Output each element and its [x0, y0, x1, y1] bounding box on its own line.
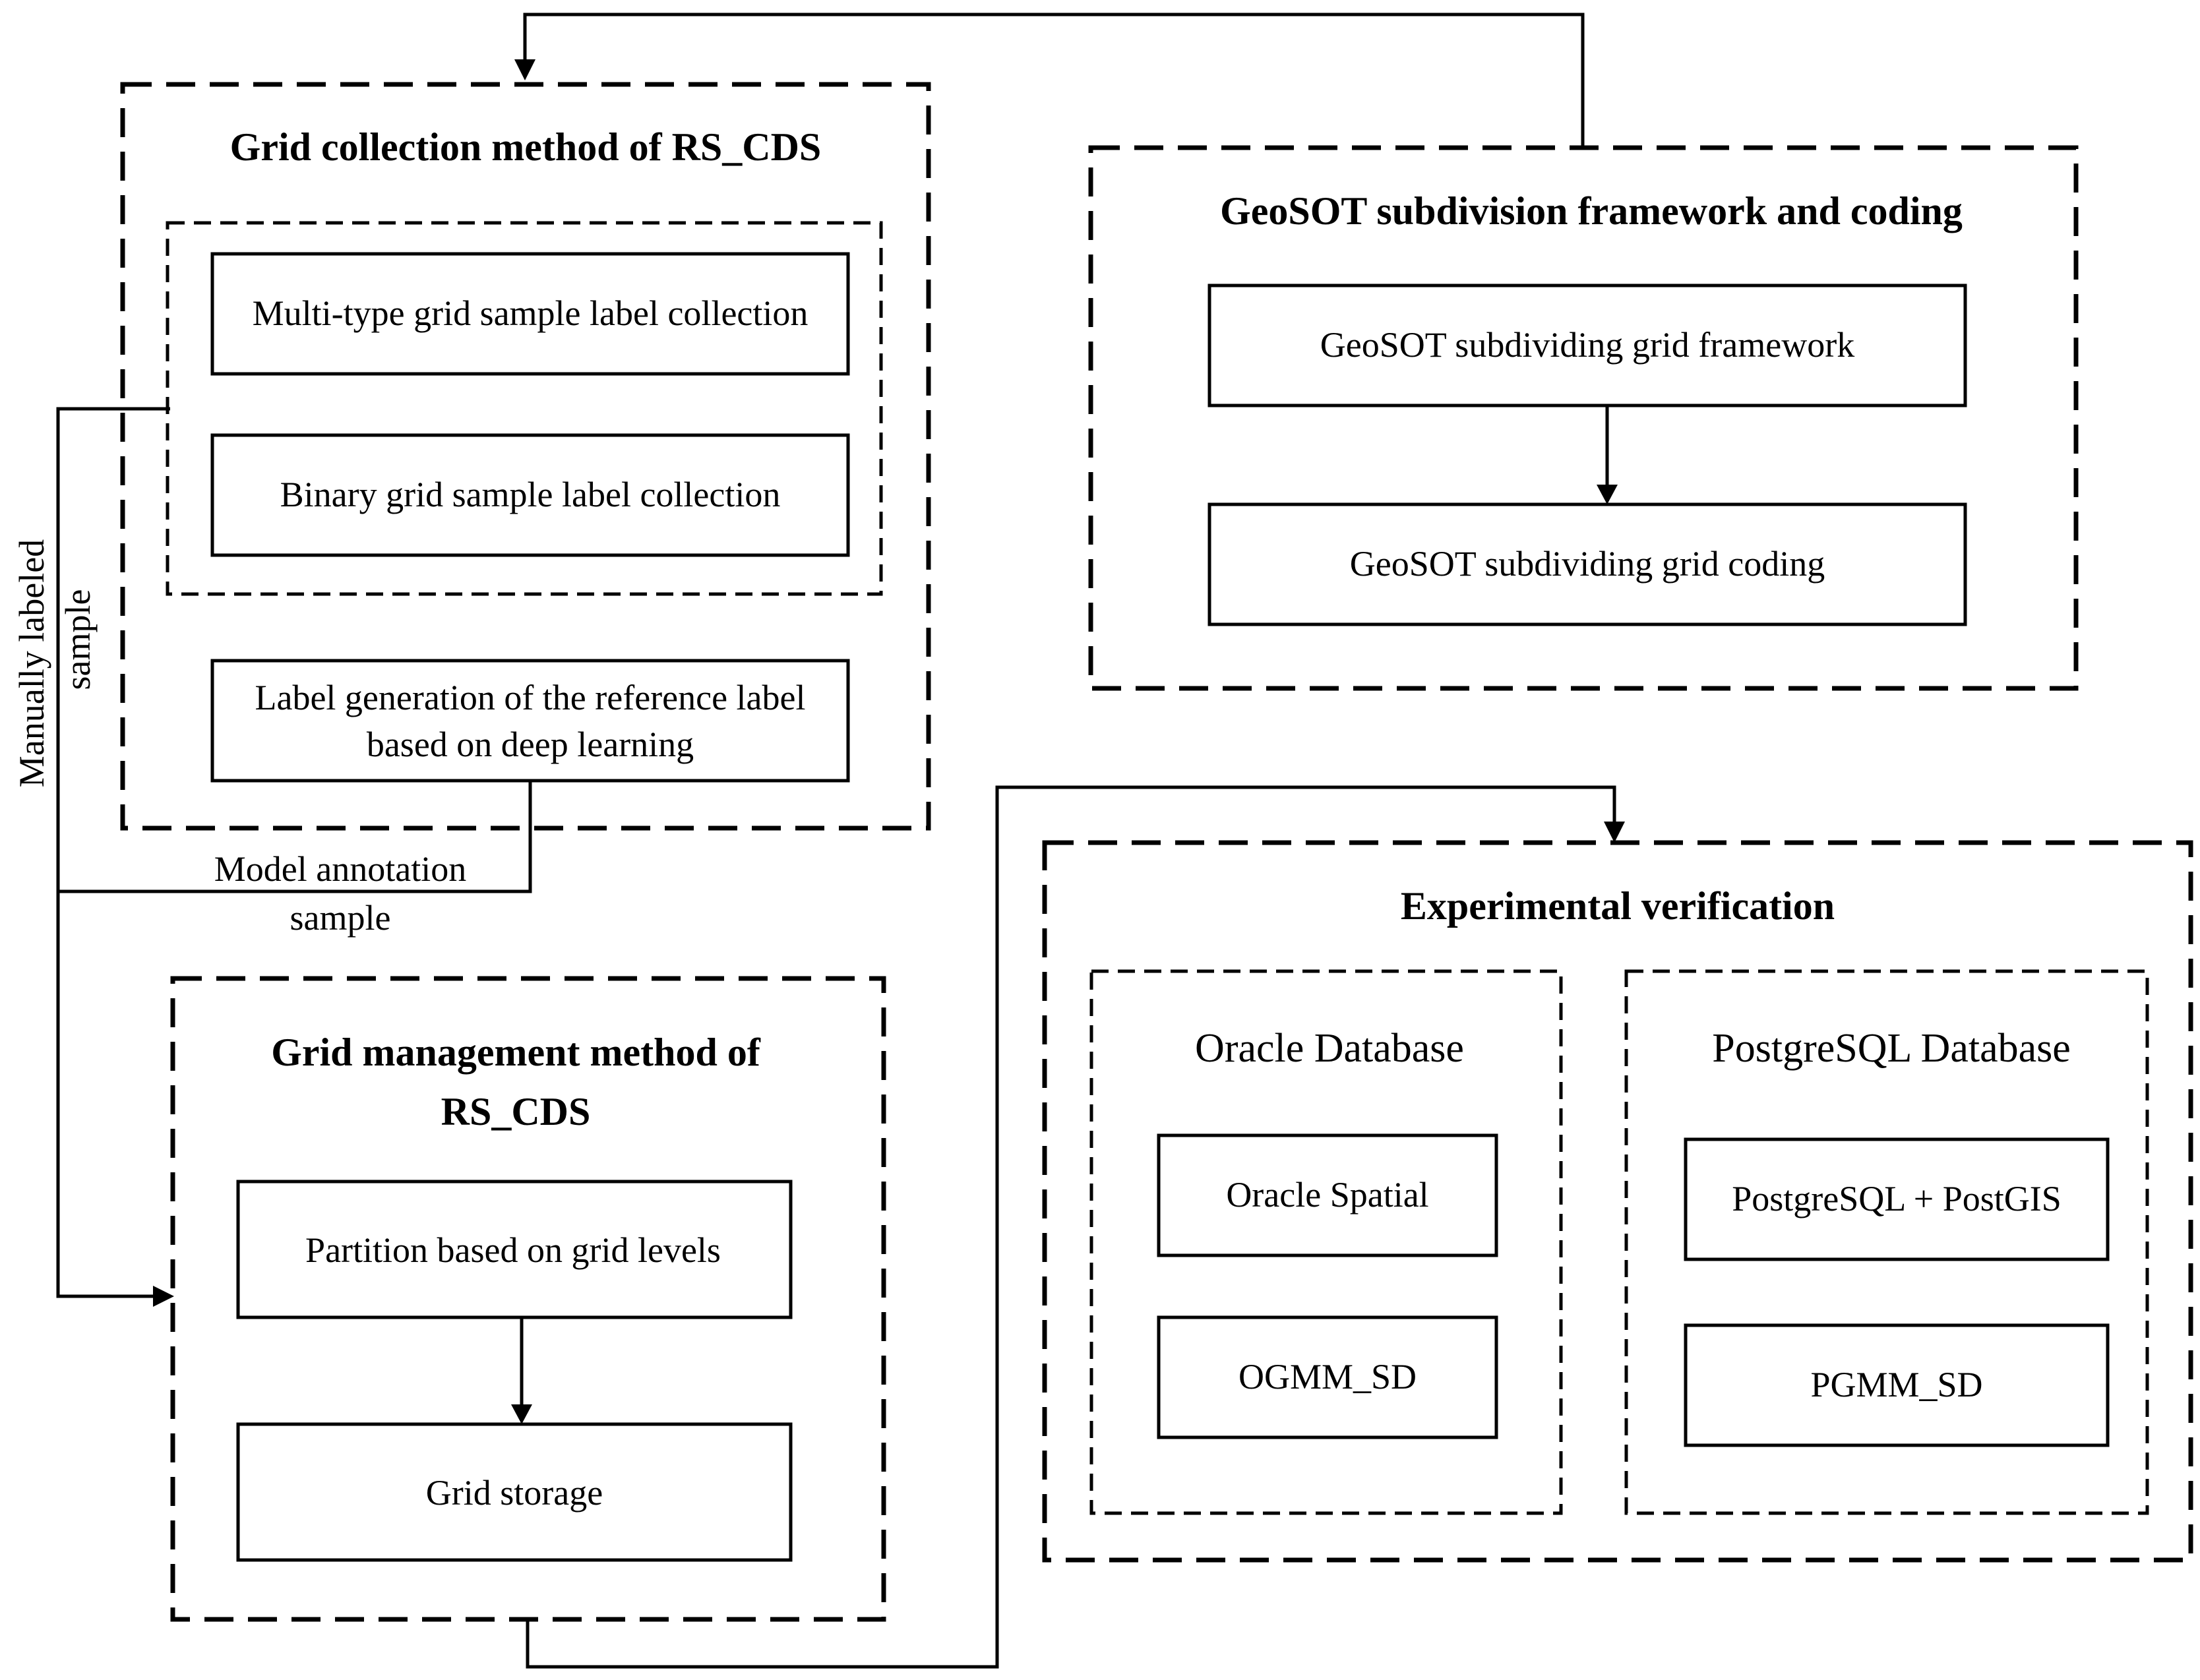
grid-management-title-line2: RS_CDS: [441, 1090, 591, 1133]
geosot-to-collection-connector: [523, 13, 1585, 148]
binary-collection-box: [210, 433, 850, 557]
management-to-experimental-connector: [526, 785, 1616, 1669]
ogmm-sd-box: [1157, 1315, 1498, 1439]
manual-sample-arrowhead: [153, 1286, 174, 1307]
partition-to-storage-arrowhead: [511, 1404, 532, 1424]
partition-box: [236, 1180, 793, 1319]
geosot-coding-label: GeoSOT subdividing grid coding: [1350, 544, 1825, 584]
grid-storage-box: [236, 1422, 793, 1562]
multi-type-collection-box: [210, 252, 850, 376]
pgmm-sd-label: PGMM_SD: [1810, 1365, 1982, 1404]
grid-storage-label: Grid storage: [426, 1473, 603, 1513]
management-to-experimental-arrowhead: [1604, 822, 1625, 843]
geosot-title: GeoSOT subdivision framework and coding: [1220, 189, 1963, 233]
postgis-box: [1684, 1137, 2110, 1261]
oracle-database-title: Oracle Database: [1195, 1026, 1464, 1071]
manual-sample-connector: [56, 407, 170, 1298]
postgis-label: PostgreSQL + PostGIS: [1732, 1179, 2062, 1218]
geosot-to-collection-arrowhead: [514, 59, 535, 80]
geosot-framework-label: GeoSOT subdividing grid framework: [1320, 325, 1854, 365]
geosot-coding-box: [1207, 502, 1967, 626]
geosot-group: GeoSOT subdivision framework and coding …: [1088, 145, 2079, 691]
model-sample-label-line2: sample: [290, 898, 391, 938]
geosot-framework-box: [1207, 284, 1967, 407]
manual-sample-label-line2: sample: [58, 589, 98, 690]
manual-sample-label-line1: Manually labeled: [12, 539, 51, 787]
partition-label: Partition based on grid levels: [305, 1230, 721, 1270]
framework-to-coding-arrowhead: [1597, 485, 1618, 504]
experimental-container: [1042, 840, 2193, 1563]
experimental-title: Experimental verification: [1401, 884, 1835, 928]
grid-management-group: Grid management method of RS_CDS Partiti…: [170, 976, 886, 1622]
postgres-database-title: PostgreSQL Database: [1712, 1026, 2071, 1071]
model-sample-label-line1: Model annotation: [214, 849, 466, 889]
label-generation-box: [210, 659, 850, 783]
ogmm-sd-label: OGMM_SD: [1238, 1357, 1417, 1396]
label-generation-label-line1: Label generation of the reference label: [255, 678, 806, 717]
oracle-database-container: [1089, 969, 1563, 1515]
grid-collection-group: Grid collection method of RS_CDS Multi-t…: [120, 82, 931, 831]
grid-management-title-line1: Grid management method of: [271, 1031, 761, 1074]
grid-collection-container: [120, 82, 931, 831]
binary-collection-label: Binary grid sample label collection: [280, 475, 781, 514]
model-sample-connector: [58, 781, 532, 893]
postgres-database-container: [1624, 969, 2149, 1515]
label-generation-label-line2: based on deep learning: [367, 725, 694, 764]
oracle-spatial-label: Oracle Spatial: [1226, 1175, 1428, 1215]
oracle-spatial-box: [1157, 1133, 1498, 1257]
grid-collection-title: Grid collection method of RS_CDS: [230, 125, 822, 169]
pgmm-sd-box: [1684, 1323, 2110, 1447]
experimental-group: Experimental verification Oracle Databas…: [1042, 840, 2193, 1563]
multi-type-collection-label: Multi-type grid sample label collection: [253, 293, 809, 333]
